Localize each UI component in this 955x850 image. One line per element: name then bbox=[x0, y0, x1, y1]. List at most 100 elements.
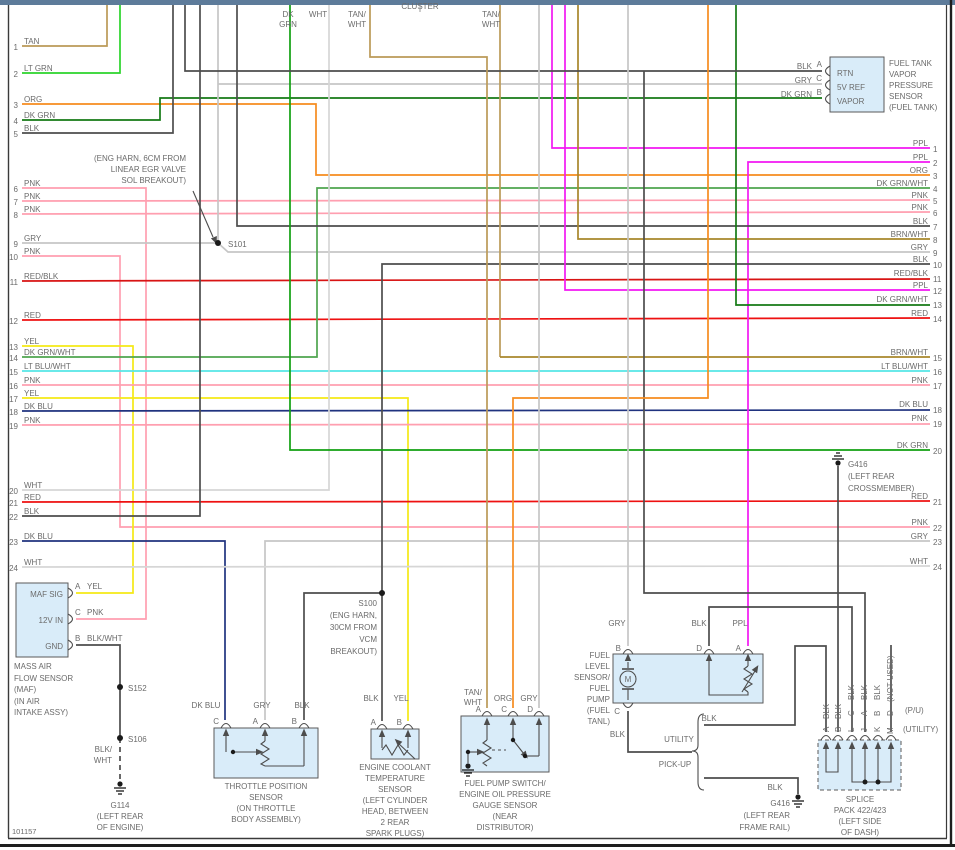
right-pin-label-21: RED bbox=[911, 492, 928, 501]
label-s100-29: S100 bbox=[358, 599, 377, 608]
label-head-between-73: HEAD, BETWEEN bbox=[362, 807, 428, 816]
label-sensor-20: SENSOR bbox=[889, 92, 923, 101]
pin-arc-0 bbox=[67, 587, 74, 599]
label-temperature-70: TEMPERATURE bbox=[365, 774, 425, 783]
switch-internal-ground-dot bbox=[465, 763, 471, 769]
top-edge-bar bbox=[0, 0, 955, 5]
pin-arc-13 bbox=[533, 710, 545, 717]
label-vapor-18: VAPOR bbox=[889, 70, 917, 79]
label--near-86: (NEAR bbox=[493, 812, 518, 821]
right-pin-label-10: BLK bbox=[913, 255, 929, 264]
wire-right23-gry-tps-a bbox=[264, 540, 930, 720]
label-dk-blu-55: DK BLU bbox=[192, 701, 221, 710]
left-pin-number-5: 5 bbox=[14, 130, 19, 139]
s100-splice bbox=[379, 590, 385, 596]
pin-arc-11 bbox=[481, 710, 493, 717]
switch-contact-dot bbox=[522, 753, 528, 759]
pin-arc-7 bbox=[259, 722, 271, 729]
wire-right1-ppl bbox=[551, 5, 930, 149]
arrowhead-18 bbox=[848, 741, 856, 749]
left-pin-label-2: LT GRN bbox=[24, 64, 53, 73]
label-vcm-32: VCM bbox=[359, 635, 377, 644]
wire-left19-right19-pnk bbox=[21, 423, 931, 426]
wire-blk-branch-splice-j bbox=[643, 71, 866, 732]
wire-pickup-g416-blk bbox=[704, 777, 799, 794]
label-blk-106: BLK bbox=[767, 783, 783, 792]
label-a-59: A bbox=[253, 717, 259, 726]
right-pin-number-22: 22 bbox=[933, 524, 942, 533]
label--maf--45: (MAF) bbox=[14, 685, 37, 694]
wire-left5-blk bbox=[22, 5, 174, 134]
label-wht-77: WHT bbox=[464, 698, 482, 707]
label-fuel-pump-switch--83: FUEL PUMP SWITCH/ bbox=[464, 779, 546, 788]
switch-pivot-dot bbox=[510, 737, 516, 743]
arrowhead-1 bbox=[261, 728, 269, 736]
label-sensor-62: SENSOR bbox=[249, 793, 283, 802]
pin-arc-15 bbox=[703, 648, 715, 655]
label-blk-57: BLK bbox=[294, 701, 310, 710]
label--left-side-112: (LEFT SIDE bbox=[839, 817, 882, 826]
utility-pickup-brace bbox=[691, 713, 705, 791]
label-2-rear-74: 2 REAR bbox=[381, 818, 410, 827]
pin-arc-12 bbox=[507, 710, 519, 717]
component-linework-15 bbox=[512, 739, 525, 755]
right-pin-label-13: DK GRN/WHT bbox=[876, 295, 928, 304]
component-linework-5 bbox=[259, 740, 271, 767]
arrowhead-5 bbox=[404, 729, 412, 737]
label-breakout--33: BREAKOUT) bbox=[330, 647, 377, 656]
left-pin-label-6: PNK bbox=[24, 179, 41, 188]
right-pin-label-2: PPL bbox=[913, 153, 929, 162]
label-gry-9: GRY bbox=[795, 76, 813, 85]
label-5v-ref-15: 5V REF bbox=[837, 83, 865, 92]
label-k-126: K bbox=[873, 726, 882, 732]
left-pin-number-11: 11 bbox=[10, 278, 19, 287]
arrowhead-3 bbox=[256, 748, 264, 756]
left-pin-number-19: 19 bbox=[9, 422, 18, 431]
left-pin-label-4: DK GRN bbox=[24, 111, 55, 120]
wire-right2-ppl-pump-a bbox=[747, 161, 930, 646]
left-pin-number-18: 18 bbox=[9, 408, 18, 417]
wire-left20-wht-cluster bbox=[22, 5, 330, 491]
right-pin-number-12: 12 bbox=[933, 287, 942, 296]
left-pin-label-19: PNK bbox=[24, 416, 41, 425]
label-fuel-88: FUEL bbox=[590, 651, 611, 660]
pin-arc-23 bbox=[885, 734, 897, 741]
label-tanl--94: TANL) bbox=[587, 717, 610, 726]
label-wht-2: WHT bbox=[309, 10, 327, 19]
label-d-99: D bbox=[696, 644, 702, 653]
component-linework-9 bbox=[397, 742, 416, 760]
arrowhead-14 bbox=[744, 653, 752, 661]
component-linework-30 bbox=[192, 190, 214, 238]
right-pin-label-6: PNK bbox=[912, 203, 929, 212]
wire-s101-right9-gry bbox=[217, 242, 930, 253]
label-ppl-97: PPL bbox=[732, 619, 748, 628]
label-a-37: A bbox=[75, 582, 81, 591]
right-pin-number-4: 4 bbox=[933, 185, 938, 194]
label-splice-110: SPLICE bbox=[846, 795, 874, 804]
pin-arc-22 bbox=[872, 734, 884, 741]
wire-maf-b-s152-s106 bbox=[76, 644, 121, 738]
label-blk-125: BLK bbox=[860, 684, 869, 700]
left-pin-number-8: 8 bbox=[14, 211, 19, 220]
label--eng-harn-6cm-from-22: (ENG HARN, 6CM FROM bbox=[94, 154, 186, 163]
g416-frame-rail-ground-dot bbox=[795, 794, 801, 800]
right-pin-label-24: WHT bbox=[910, 557, 928, 566]
component-linework-25 bbox=[741, 670, 756, 693]
label-d-130: D bbox=[886, 710, 895, 716]
arrowhead-12 bbox=[624, 653, 632, 661]
wire-left13-yel-maf-a bbox=[22, 345, 134, 594]
label-blk-96: BLK bbox=[691, 619, 707, 628]
label-a-11: A bbox=[817, 60, 823, 69]
label-intake-assy--47: INTAKE ASSY) bbox=[14, 708, 68, 717]
label-gry-56: GRY bbox=[253, 701, 271, 710]
arrowhead-4 bbox=[378, 729, 386, 737]
left-pin-label-12: RED bbox=[24, 311, 41, 320]
label-engine-coolant-69: ENGINE COOLANT bbox=[359, 763, 431, 772]
label--p-u--114: (P/U) bbox=[905, 706, 924, 715]
label-b-41: B bbox=[75, 634, 80, 643]
arrowhead-15 bbox=[751, 665, 759, 674]
label-blk--50: BLK/ bbox=[95, 745, 113, 754]
label-wht-4: WHT bbox=[348, 20, 366, 29]
left-pin-number-21: 21 bbox=[9, 499, 18, 508]
right-pin-number-15: 15 bbox=[933, 354, 942, 363]
